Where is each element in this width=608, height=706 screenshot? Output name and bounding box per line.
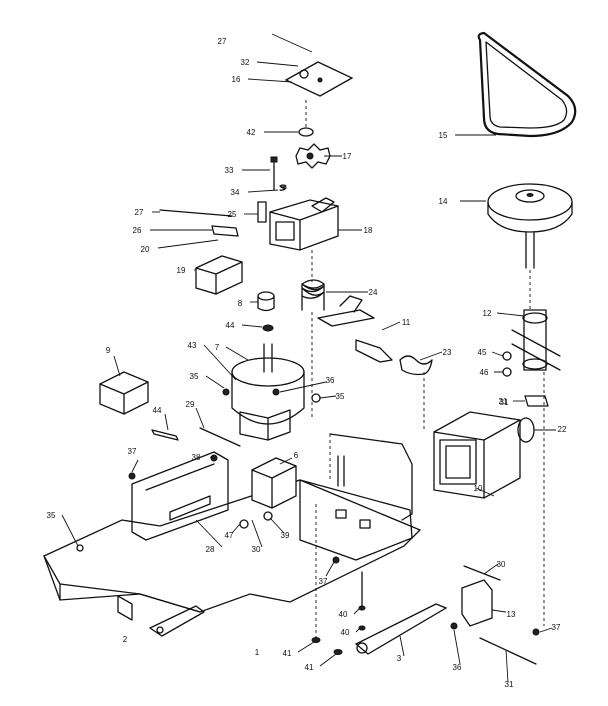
idler-gear: [295, 143, 342, 169]
spindle-motor: [203, 343, 305, 441]
callout-27: 27: [135, 208, 144, 217]
callout-1: 1: [255, 648, 260, 657]
callout-38: 38: [192, 453, 201, 462]
callout-13: 13: [507, 610, 516, 619]
callout-44: 44: [226, 321, 235, 330]
callout-16: 16: [232, 75, 241, 84]
callout-2: 2: [123, 635, 128, 644]
callout-33: 33: [225, 166, 234, 175]
callout-29: 29: [186, 400, 195, 409]
callout-22: 22: [558, 425, 567, 434]
pulley-bracket: [491, 270, 561, 377]
callout-6: 6: [294, 451, 299, 460]
callout-42: 42: [247, 128, 256, 137]
head-plate: [247, 33, 354, 137]
callout-11: 11: [402, 318, 411, 327]
idler-arm: [317, 295, 443, 376]
bottom-screws: [61, 504, 366, 667]
callout-35: 35: [47, 511, 56, 520]
callout-15: 15: [439, 131, 448, 140]
callout-34: 34: [231, 188, 240, 197]
callout-25: 25: [228, 210, 237, 219]
callout-7: 7: [215, 343, 220, 352]
lower-bracket: [195, 454, 297, 548]
callout-19: 19: [177, 266, 186, 275]
callout-18: 18: [364, 226, 373, 235]
callout-35: 35: [190, 372, 199, 381]
callout-47: 47: [225, 531, 234, 540]
callout-8: 8: [238, 299, 243, 308]
callout-46: 46: [480, 368, 489, 377]
callout-10: 10: [474, 484, 483, 493]
drive-belt: [477, 31, 577, 138]
callout-21: 21: [499, 397, 508, 406]
bracket-tab: [513, 395, 549, 407]
callout-32: 32: [241, 58, 250, 67]
callout-26: 26: [133, 226, 142, 235]
callout-41: 41: [283, 649, 292, 658]
callout-39: 39: [281, 531, 290, 540]
callout-30: 30: [252, 545, 261, 554]
motor-screws: [205, 375, 337, 403]
callout-17: 17: [343, 152, 352, 161]
callout-28: 28: [206, 545, 215, 554]
callout-31: 31: [505, 680, 514, 689]
switch-block: [99, 355, 149, 415]
callout-37: 37: [319, 577, 328, 586]
main-chassis: [43, 433, 422, 637]
callout-41: 41: [305, 663, 314, 672]
callout-30: 30: [497, 560, 506, 569]
callout-36: 36: [453, 663, 462, 672]
callout-20: 20: [141, 245, 150, 254]
callout-35: 35: [336, 392, 345, 401]
pin: [151, 407, 241, 447]
callout-45: 45: [478, 348, 487, 357]
callout-40: 40: [341, 628, 350, 637]
callout-36: 36: [326, 376, 335, 385]
callout-44: 44: [153, 406, 162, 415]
callout-23: 23: [443, 348, 452, 357]
mounting-screw: [242, 156, 287, 193]
callout-24: 24: [369, 288, 378, 297]
callout-27: 27: [218, 37, 227, 46]
linkage-arm: [354, 372, 553, 683]
callout-31: 31: [500, 398, 509, 407]
callout-14: 14: [439, 197, 448, 206]
bushing: [241, 291, 275, 332]
callout-40: 40: [339, 610, 348, 619]
callout-37: 37: [552, 623, 561, 632]
callout-37: 37: [128, 447, 137, 456]
head-mount: [150, 197, 362, 295]
callout-3: 3: [397, 654, 402, 663]
pulley-wheel: [455, 134, 573, 269]
callout-43: 43: [188, 341, 197, 350]
drive-motor: [423, 372, 556, 499]
callout-12: 12: [483, 309, 492, 318]
callout-9: 9: [106, 346, 111, 355]
coil-spring: [301, 250, 368, 420]
